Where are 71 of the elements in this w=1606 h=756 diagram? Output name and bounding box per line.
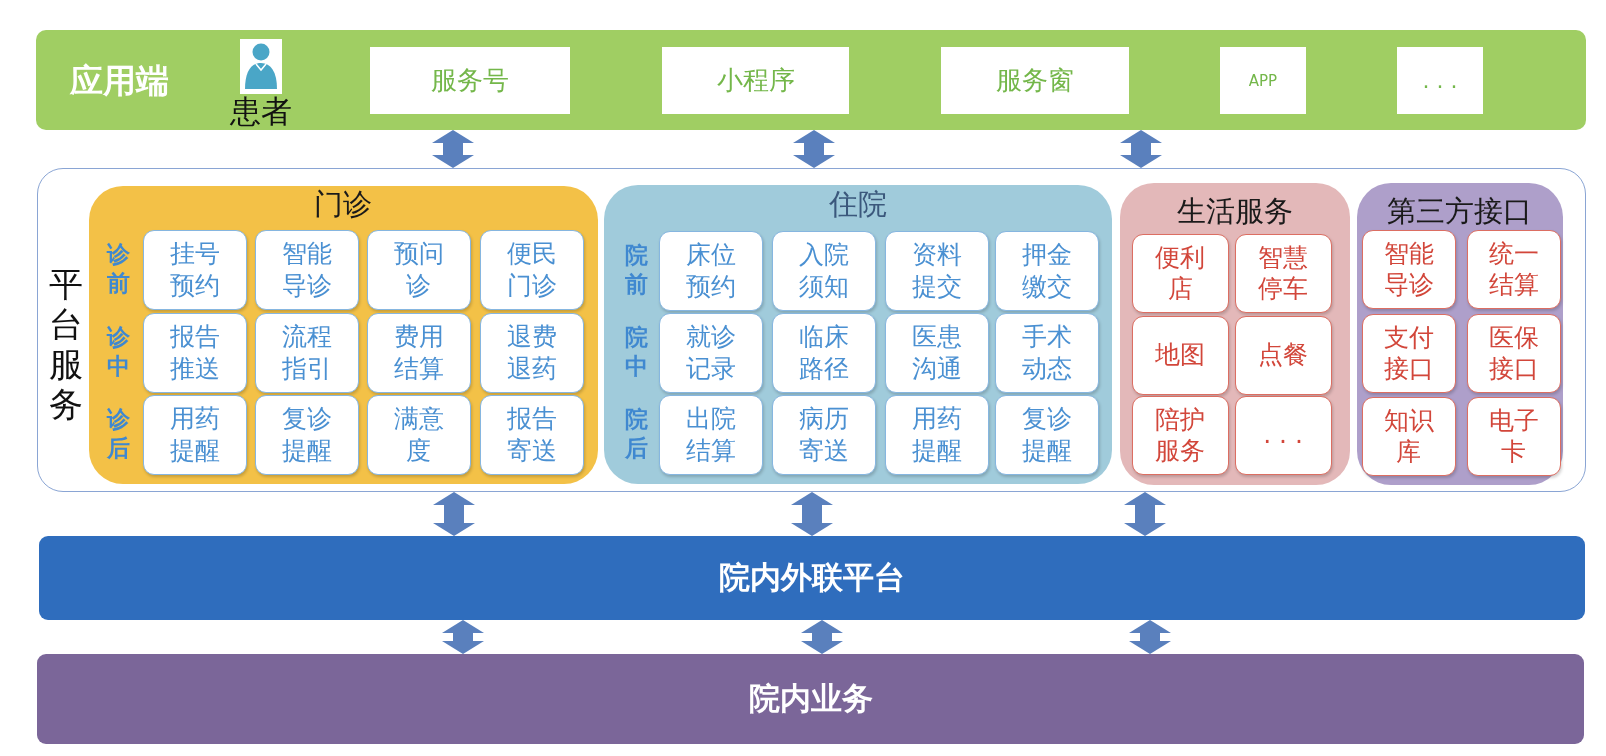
double-arrow: [432, 130, 474, 168]
service-tile: 病历寄送: [771, 394, 876, 475]
service-tile: 资料提交: [884, 230, 989, 311]
service-tile: 医保接口: [1466, 313, 1561, 393]
group-panel: [603, 184, 1112, 484]
group-panel: [88, 185, 598, 484]
service-tile: 用药提醒: [884, 394, 989, 475]
service-tile: 医患沟通: [884, 312, 989, 393]
service-tile: 支付接口: [1361, 313, 1456, 393]
double-arrow: [433, 492, 475, 536]
service-tile: 挂号预约: [142, 229, 247, 310]
service-tile: . . .: [1234, 395, 1332, 475]
band-title: 应用端: [69, 59, 169, 102]
double-arrow: [1120, 130, 1162, 168]
service-tile: 便民门诊: [479, 229, 584, 310]
double-arrow: [801, 620, 843, 654]
service-tile: 流程指引: [254, 312, 359, 393]
service-tile: 预问诊: [366, 229, 471, 310]
service-tile: 电子卡: [1466, 396, 1561, 476]
service-tile: 智能导诊: [254, 229, 359, 310]
double-arrow: [791, 492, 833, 536]
service-tile: 就诊记录: [658, 312, 763, 393]
group-panel: [1356, 182, 1563, 485]
channel-tile: . . .: [1397, 47, 1483, 114]
row-label: 诊后: [105, 404, 131, 464]
channel-tile: APP: [1220, 47, 1306, 114]
channel-tile: 服务窗: [941, 47, 1129, 114]
row-label: 院后: [624, 404, 649, 464]
layer-band: 院内业务: [37, 654, 1584, 744]
group-title: 住院: [828, 185, 887, 223]
service-tile: 地图: [1131, 315, 1229, 395]
service-tile: 用药提醒: [142, 394, 247, 475]
service-tile: 报告寄送: [479, 394, 584, 475]
service-tile: 床位预约: [658, 230, 763, 311]
service-tile: 出院结算: [658, 394, 763, 475]
service-tile: 便利店: [1131, 233, 1229, 313]
service-tile: 复诊提醒: [254, 394, 359, 475]
service-tile: 临床路径: [771, 312, 876, 393]
service-tile: 退费退药: [479, 312, 584, 393]
service-tile: 智能导诊: [1361, 229, 1456, 309]
platform-panel: [37, 168, 1586, 492]
service-tile: 复诊提醒: [994, 394, 1099, 475]
row-label: 诊前: [105, 239, 131, 299]
group-title: 生活服务: [1176, 192, 1293, 230]
service-tile: 押金缴交: [994, 230, 1099, 311]
double-arrow: [1124, 492, 1166, 536]
layer-band: [36, 30, 1586, 130]
channel-tile: 小程序: [662, 47, 849, 114]
service-tile: 手术动态: [994, 312, 1099, 393]
panel-title: 平台服务: [48, 263, 84, 425]
row-label: 诊中: [105, 322, 131, 382]
service-tile: 满意度: [366, 394, 471, 475]
channel-tile: 服务号: [370, 47, 570, 114]
service-tile: 智慧停车: [1234, 233, 1332, 313]
service-tile: 统一结算: [1466, 229, 1561, 309]
service-tile: 入院须知: [771, 230, 876, 311]
group-title: 门诊: [314, 185, 372, 223]
double-arrow: [793, 130, 835, 168]
service-tile: 陪护服务: [1131, 395, 1229, 475]
layer-band: 院内外联平台: [39, 536, 1585, 620]
row-label: 院前: [624, 240, 649, 300]
service-tile: 费用结算: [366, 312, 471, 393]
service-tile: 点餐: [1234, 315, 1332, 395]
double-arrow: [1129, 620, 1171, 654]
group-panel: [1119, 182, 1350, 485]
service-tile: 报告推送: [142, 312, 247, 393]
service-tile: 知识库: [1361, 396, 1456, 476]
double-arrow: [442, 620, 484, 654]
row-label: 院中: [624, 322, 649, 382]
icon-caption: 患者: [230, 92, 292, 131]
group-title: 第三方接口: [1387, 192, 1532, 230]
